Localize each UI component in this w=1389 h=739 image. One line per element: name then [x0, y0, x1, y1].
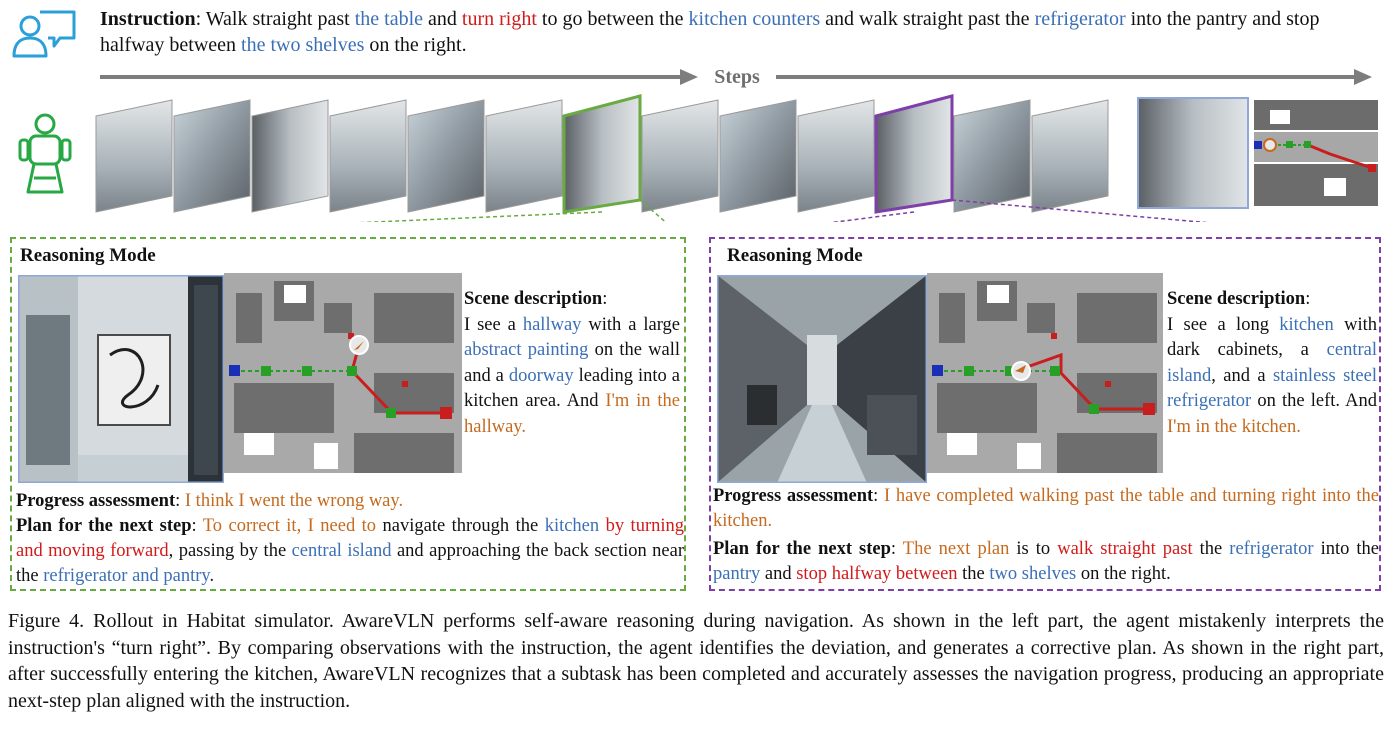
- plan-label: Plan for the next step: [713, 539, 891, 559]
- scene-location: I'm in the hallway.: [464, 391, 680, 437]
- kitchen-observation-image: [717, 275, 927, 483]
- final-observation: [1137, 97, 1249, 209]
- steps-arrow-graphic: [100, 69, 1372, 85]
- instruction-entity: the two shelves: [241, 34, 365, 56]
- scene-entity: hallway: [522, 314, 582, 335]
- final-map: [1252, 98, 1380, 208]
- progress-assessment: Progress assessment: I think I went the …: [16, 489, 684, 514]
- plan-entity: refrigerator: [1229, 539, 1314, 559]
- plan-part: into the: [1313, 539, 1379, 559]
- scene-colon: :: [1305, 289, 1311, 309]
- scene-part: , and a: [1211, 365, 1273, 386]
- user-chat-icon: [12, 10, 76, 58]
- instruction-part: and walk straight past the: [820, 8, 1035, 30]
- left-reasoning-panel: Reasoning Mode: [10, 237, 686, 591]
- highlighted-frame-left: [562, 94, 642, 214]
- scene-colon: :: [602, 289, 608, 309]
- progress-colon: :: [175, 491, 185, 511]
- scene-entity: central island: [1167, 340, 1377, 386]
- hallway-observation-image: [18, 275, 224, 483]
- scene-part: with dark cabinets, a: [1167, 314, 1377, 361]
- instruction-entity: refrigerator: [1034, 8, 1126, 30]
- plan-entity: pantry: [713, 564, 761, 584]
- instruction-part: and: [423, 8, 462, 30]
- scene-location: I'm in the kitchen.: [1167, 416, 1301, 437]
- plan-label: Plan for the next step: [16, 516, 192, 536]
- plan-part: the: [1192, 539, 1230, 559]
- progress-text: I have completed walking past the table …: [713, 486, 1379, 531]
- panel-title: Reasoning Mode: [727, 245, 863, 266]
- right-topdown-map: [927, 263, 1163, 481]
- right-reasoning-panel: Reasoning Mode Sce: [709, 237, 1381, 591]
- highlighted-frame-right: [874, 94, 954, 214]
- plan-part: , passing by the: [168, 541, 292, 561]
- progress-colon: :: [873, 486, 884, 506]
- figure-caption: Figure 4. Rollout in Habitat simulator. …: [8, 610, 1384, 712]
- plan-action: walk straight past: [1057, 539, 1193, 559]
- plan-colon: :: [191, 516, 203, 536]
- plan-entity: kitchen: [544, 516, 600, 536]
- scene-part: I see a long: [1167, 314, 1280, 335]
- instruction-part: into the pantry and stop halfway between: [100, 8, 1320, 56]
- plan-entity: refrigerator and pantry: [43, 566, 210, 586]
- scene-part: leading into a kitchen area. And: [464, 365, 680, 412]
- plan-part: on the right.: [1076, 564, 1171, 584]
- plan-entity: central island: [291, 541, 392, 561]
- instruction-part: to go between the: [536, 8, 689, 30]
- progress-and-plan: Progress assessment: I think I went the …: [16, 489, 684, 589]
- plan-action: stop halfway between: [796, 564, 958, 584]
- plan-reasoning: To correct it, I need to: [202, 516, 377, 536]
- scene-part: with a large: [581, 314, 680, 335]
- plan-part: and: [760, 564, 797, 584]
- plan-entity: two shelves: [989, 564, 1077, 584]
- plan-part: is to: [1009, 539, 1058, 559]
- plan-part: the: [957, 564, 990, 584]
- instruction-text: Instruction: Walk straight past the tabl…: [100, 6, 1382, 58]
- instruction-entity: kitchen counters: [688, 8, 821, 30]
- next-step-plan: Plan for the next step: To correct it, I…: [16, 514, 684, 589]
- panel-title: Reasoning Mode: [20, 245, 156, 266]
- instruction-part: : Walk straight past: [195, 8, 355, 30]
- scene-part: on the left. And: [1251, 391, 1377, 411]
- next-step-plan: Plan for the next step: The next plan is…: [713, 537, 1379, 587]
- scene-part: I see a: [464, 314, 523, 335]
- scene-label: Scene description: [464, 289, 603, 309]
- plan-part: and approaching the back section near th…: [16, 541, 685, 586]
- progress-text: I think I went the wrong way.: [184, 491, 404, 511]
- scene-entity: stainless steel refrigerator: [1167, 365, 1377, 412]
- plan-part: .: [209, 566, 215, 586]
- observation-frames: [9, 94, 1381, 239]
- progress-assessment: Progress assessment: I have completed wa…: [713, 484, 1379, 534]
- instruction-label: Instruction: [100, 8, 196, 30]
- scene-label: Scene description: [1167, 289, 1306, 309]
- scene-description: Scene description: I see a hallway with …: [464, 287, 680, 440]
- plan-colon: :: [890, 539, 903, 559]
- steps-label: Steps: [714, 66, 760, 88]
- scene-entity: doorway: [508, 365, 574, 386]
- plan-reasoning: The next plan: [902, 539, 1010, 559]
- instruction-part: on the right.: [364, 34, 467, 56]
- robot-agent-icon: [18, 113, 72, 194]
- scene-entity: kitchen: [1279, 314, 1334, 335]
- scene-description: Scene description: I see a long kitchen …: [1167, 287, 1377, 440]
- progress-label: Progress assessment: [713, 486, 874, 506]
- scene-entity: abstract painting: [464, 340, 589, 360]
- instruction-action: turn right: [461, 8, 537, 30]
- plan-action: by turning and moving forward: [16, 516, 684, 561]
- observation-sequence: [9, 92, 1384, 239]
- instruction-entity: the table: [354, 8, 424, 30]
- steps-arrow: Steps: [100, 64, 1372, 90]
- plan-part: navigate through the: [376, 516, 545, 536]
- left-topdown-map: [224, 263, 462, 481]
- scene-part: on the wall and a: [464, 340, 681, 386]
- progress-and-plan: Progress assessment: I have completed wa…: [713, 484, 1379, 587]
- progress-label: Progress assessment: [16, 491, 176, 511]
